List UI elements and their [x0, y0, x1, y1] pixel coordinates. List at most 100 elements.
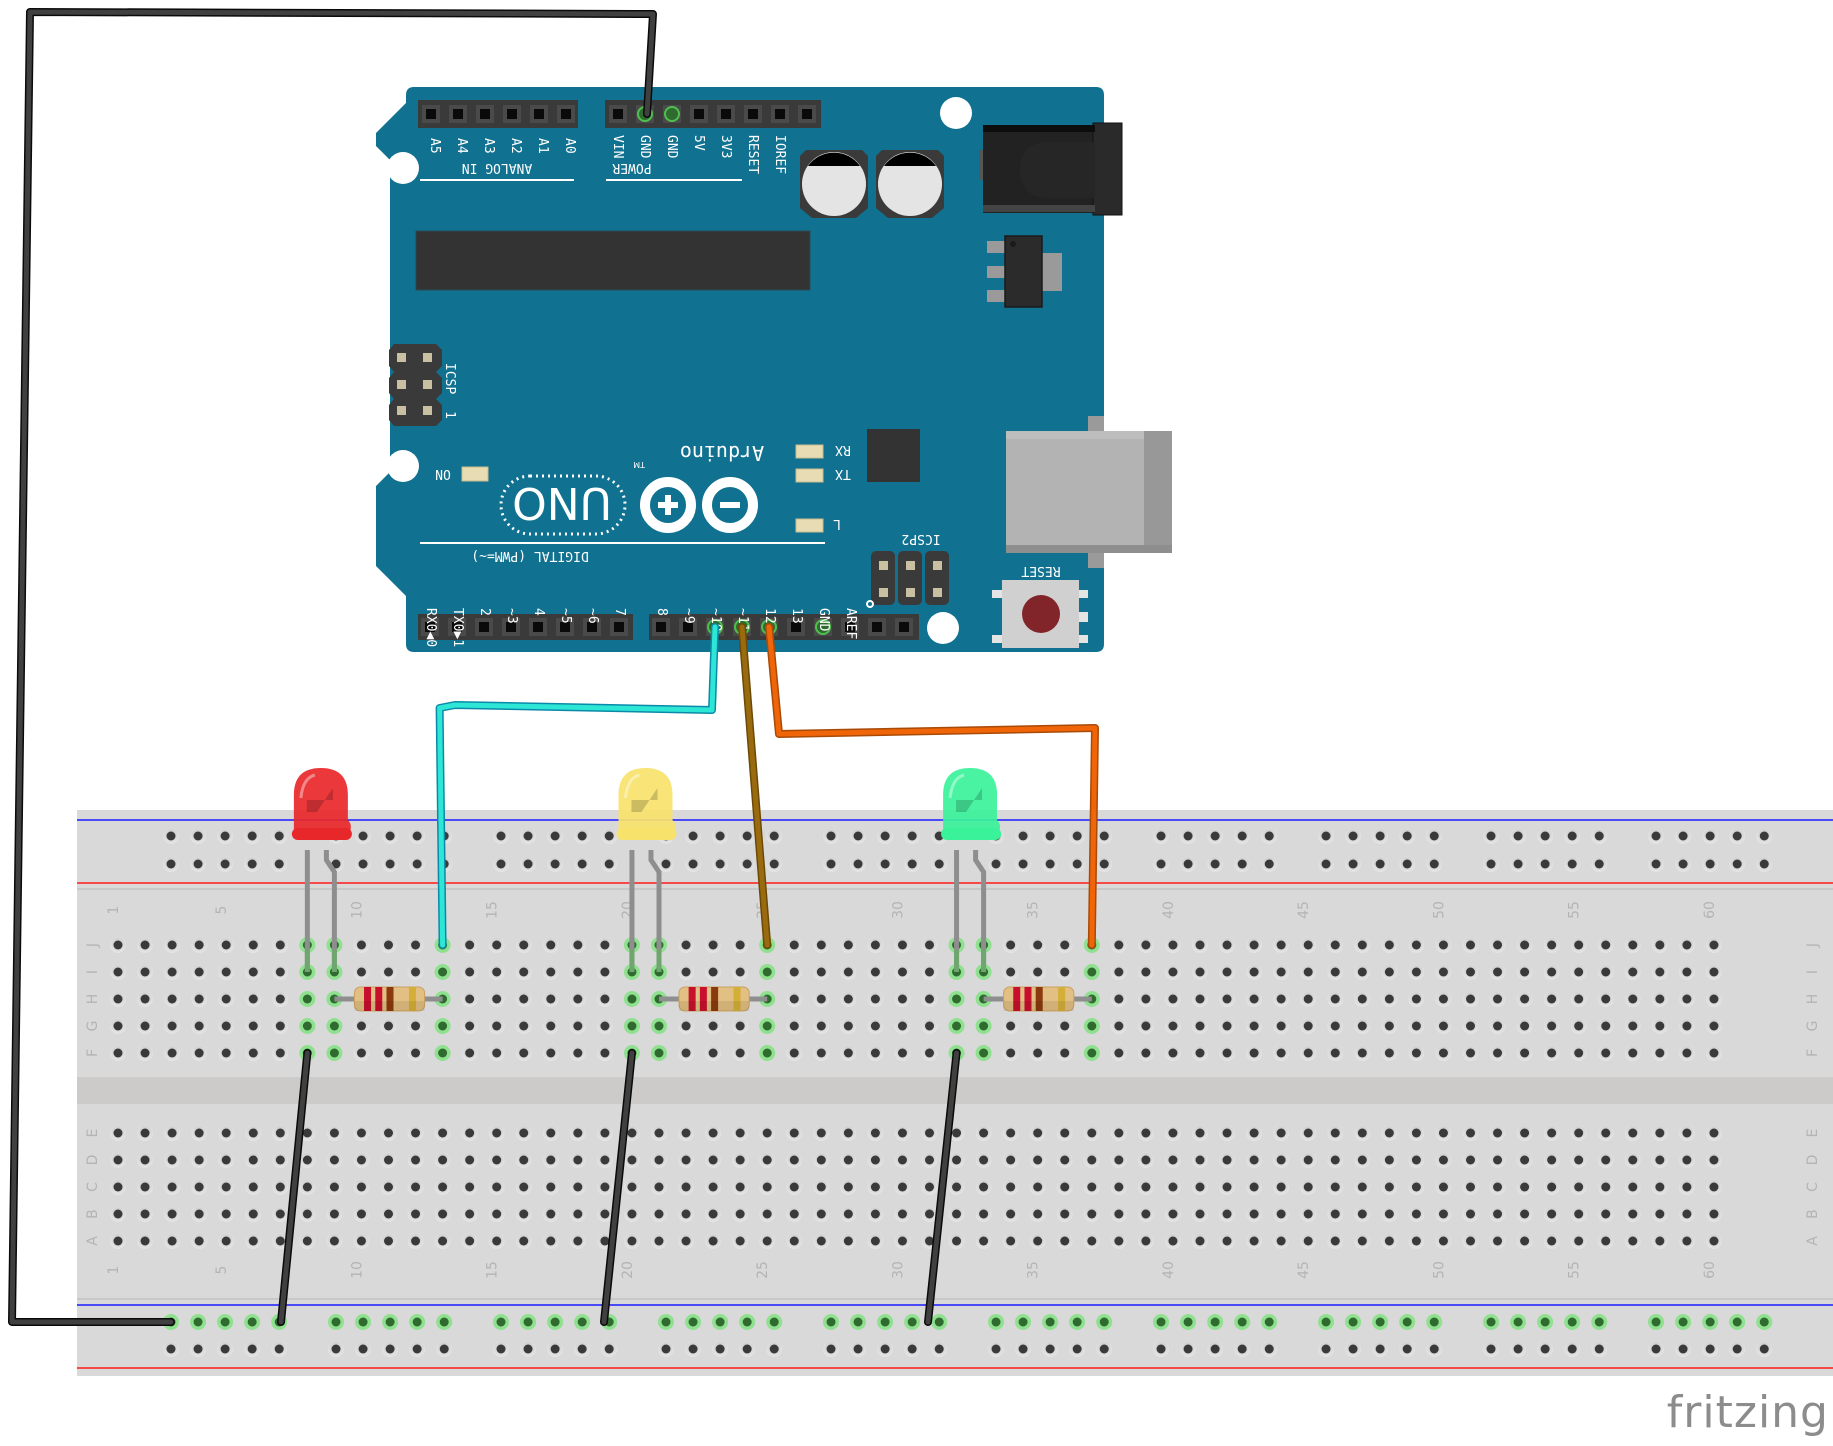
- hole-I53[interactable]: [1516, 964, 1533, 980]
- hole-J4[interactable]: [191, 937, 208, 953]
- rail-top-neg-hole[interactable]: [382, 828, 399, 844]
- rail-bottom-pos-hole[interactable]: [1372, 1341, 1389, 1357]
- rail-top-neg-hole[interactable]: [1207, 828, 1224, 844]
- hole-C30[interactable]: [894, 1179, 911, 1195]
- hole-H49[interactable]: [1408, 991, 1425, 1007]
- hole-E30[interactable]: [894, 1125, 911, 1141]
- hole-B31[interactable]: [921, 1206, 938, 1222]
- hole-J16[interactable]: [515, 937, 532, 953]
- hole-C7[interactable]: [272, 1179, 289, 1195]
- hole-H5[interactable]: [218, 991, 235, 1007]
- resistor-3[interactable]: [983, 986, 1092, 1012]
- rail-top-pos-hole[interactable]: [712, 856, 729, 872]
- rail-bottom-pos-hole[interactable]: [1015, 1341, 1032, 1357]
- rail-top-pos-hole[interactable]: [1318, 856, 1335, 872]
- hole-D32[interactable]: [948, 1152, 965, 1168]
- hole-I43[interactable]: [1246, 964, 1263, 980]
- digital-pin-6[interactable]: [583, 618, 601, 636]
- rail-top-neg-hole[interactable]: [1426, 828, 1443, 844]
- rail-bottom-neg-hole[interactable]: [217, 1314, 234, 1330]
- hole-A22[interactable]: [678, 1233, 695, 1249]
- rail-bottom-neg-hole[interactable]: [1234, 1314, 1251, 1330]
- rail-top-neg-hole[interactable]: [1564, 828, 1581, 844]
- hole-G24[interactable]: [732, 1018, 749, 1034]
- hole-J60[interactable]: [1705, 937, 1722, 953]
- hole-I56[interactable]: [1597, 964, 1614, 980]
- rail-bottom-pos-hole[interactable]: [823, 1341, 840, 1357]
- hole-I3[interactable]: [164, 964, 181, 980]
- hole-G35[interactable]: [1029, 1018, 1046, 1034]
- rail-bottom-neg-hole[interactable]: [1180, 1314, 1197, 1330]
- hole-I24[interactable]: [732, 964, 749, 980]
- hole-J3[interactable]: [164, 937, 181, 953]
- rail-top-pos-hole[interactable]: [1399, 856, 1416, 872]
- hole-C47[interactable]: [1354, 1179, 1371, 1195]
- hole-F50[interactable]: [1435, 1045, 1452, 1061]
- hole-G38[interactable]: [1110, 1018, 1127, 1034]
- hole-B20[interactable]: [623, 1206, 640, 1222]
- rail-bottom-neg-hole[interactable]: [988, 1314, 1005, 1330]
- hole-A38[interactable]: [1110, 1233, 1127, 1249]
- hole-A8[interactable]: [299, 1233, 316, 1249]
- hole-I45[interactable]: [1300, 964, 1317, 980]
- digital-pin-nc[interactable]: [895, 618, 913, 636]
- rail-bottom-pos-hole[interactable]: [988, 1341, 1005, 1357]
- hole-F19[interactable]: [596, 1045, 613, 1061]
- rail-bottom-neg-hole[interactable]: [685, 1314, 702, 1330]
- hole-C36[interactable]: [1056, 1179, 1073, 1195]
- hole-A12[interactable]: [407, 1233, 424, 1249]
- power-pin-gnd[interactable]: [663, 105, 681, 123]
- hole-G25[interactable]: [759, 1018, 776, 1034]
- rail-bottom-neg-hole[interactable]: [574, 1314, 591, 1330]
- rail-top-pos-hole[interactable]: [1234, 856, 1251, 872]
- rail-top-pos-hole[interactable]: [601, 856, 618, 872]
- hole-B17[interactable]: [542, 1206, 559, 1222]
- rail-bottom-pos-hole[interactable]: [547, 1341, 564, 1357]
- rail-bottom-neg-hole[interactable]: [355, 1314, 372, 1330]
- hole-G12[interactable]: [407, 1018, 424, 1034]
- analog-pin-a1[interactable]: [530, 105, 548, 123]
- hole-J49[interactable]: [1408, 937, 1425, 953]
- rail-top-pos-hole[interactable]: [1648, 856, 1665, 872]
- hole-A44[interactable]: [1273, 1233, 1290, 1249]
- hole-A47[interactable]: [1354, 1233, 1371, 1249]
- hole-G37[interactable]: [1083, 1018, 1100, 1034]
- hole-J34[interactable]: [1002, 937, 1019, 953]
- hole-B55[interactable]: [1570, 1206, 1587, 1222]
- hole-F39[interactable]: [1137, 1045, 1154, 1061]
- hole-H44[interactable]: [1273, 991, 1290, 1007]
- rail-bottom-pos-hole[interactable]: [190, 1341, 207, 1357]
- rail-bottom-pos-hole[interactable]: [601, 1341, 618, 1357]
- rail-bottom-neg-hole[interactable]: [766, 1314, 783, 1330]
- hole-A9[interactable]: [326, 1233, 343, 1249]
- hole-H28[interactable]: [840, 991, 857, 1007]
- hole-C50[interactable]: [1435, 1179, 1452, 1195]
- hole-B35[interactable]: [1029, 1206, 1046, 1222]
- rail-top-neg-hole[interactable]: [163, 828, 179, 844]
- analog-pin-a2[interactable]: [503, 105, 521, 123]
- rail-bottom-neg-hole[interactable]: [1591, 1314, 1608, 1330]
- hole-F55[interactable]: [1570, 1045, 1587, 1061]
- rail-top-pos-hole[interactable]: [217, 856, 234, 872]
- hole-F29[interactable]: [867, 1045, 884, 1061]
- hole-D46[interactable]: [1327, 1152, 1344, 1168]
- hole-H31[interactable]: [921, 991, 938, 1007]
- hole-J6[interactable]: [245, 937, 262, 953]
- hole-F58[interactable]: [1651, 1045, 1668, 1061]
- hole-I22[interactable]: [678, 964, 695, 980]
- hole-F14[interactable]: [461, 1045, 478, 1061]
- rail-bottom-neg-hole[interactable]: [547, 1314, 564, 1330]
- hole-B2[interactable]: [137, 1206, 154, 1222]
- hole-J57[interactable]: [1624, 937, 1641, 953]
- hole-A51[interactable]: [1462, 1233, 1479, 1249]
- hole-G15[interactable]: [488, 1018, 505, 1034]
- rail-top-neg-hole[interactable]: [271, 828, 288, 844]
- hole-J12[interactable]: [407, 937, 424, 953]
- hole-E33[interactable]: [975, 1125, 992, 1141]
- hole-C13[interactable]: [434, 1179, 451, 1195]
- rail-bottom-neg-hole[interactable]: [1399, 1314, 1416, 1330]
- hole-H32[interactable]: [948, 991, 965, 1007]
- rail-top-pos-hole[interactable]: [1510, 856, 1527, 872]
- wire-pin12-orange[interactable]: [765, 623, 1099, 949]
- analog-pin-a3[interactable]: [476, 105, 494, 123]
